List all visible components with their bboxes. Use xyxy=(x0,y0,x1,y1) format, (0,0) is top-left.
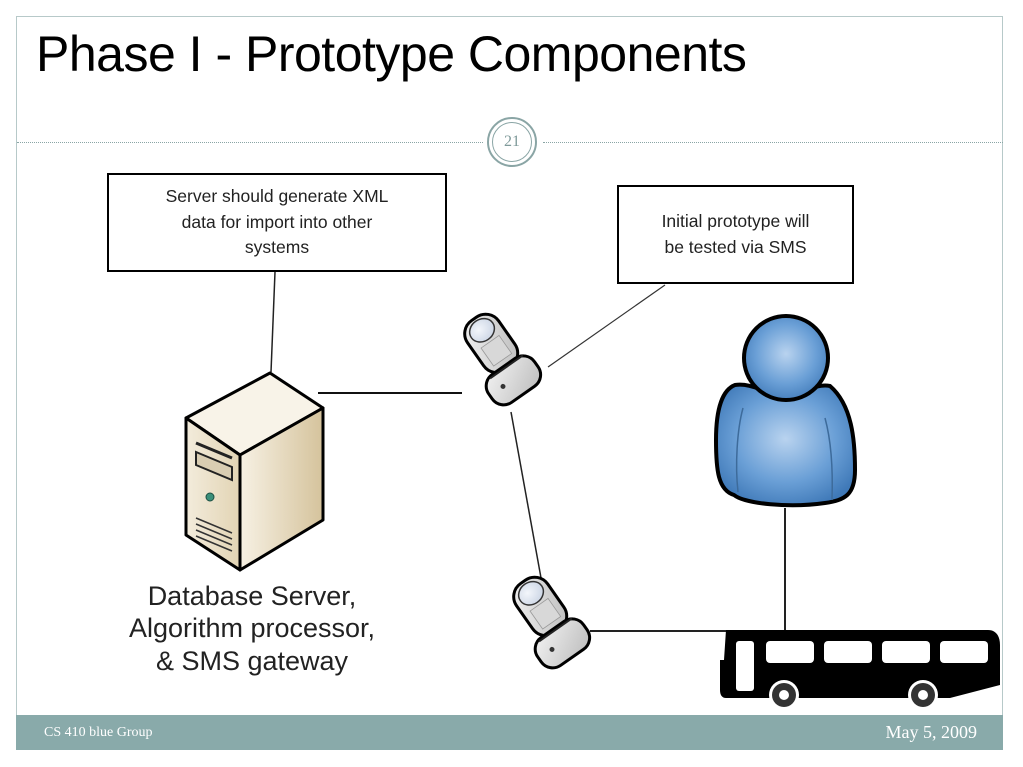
slide-footer: CS 410 blue Group May 5, 2009 xyxy=(16,715,1003,750)
bus-icon xyxy=(720,630,1000,710)
person-icon xyxy=(714,314,857,508)
callout-xml-line: data for import into other xyxy=(181,211,373,232)
server-tower-icon xyxy=(184,371,325,572)
footer-date: May 5, 2009 xyxy=(885,722,978,742)
callout-xml-export: Server should generate XML data for impo… xyxy=(107,173,447,272)
server-label-line: Database Server, xyxy=(147,581,357,611)
slide-number: 21 xyxy=(492,122,532,162)
flip-phone-icon-top xyxy=(463,312,543,407)
callout-xml-line: systems xyxy=(244,237,310,258)
footer-group-name: CS 410 blue Group xyxy=(44,725,153,740)
server-label: Database Server, Algorithm processor, & … xyxy=(92,580,412,677)
slide-title: Phase I - Prototype Components xyxy=(36,26,747,82)
connector-phone-top-phone-bottom xyxy=(510,411,546,601)
flip-phone-icon-bottom xyxy=(512,575,592,670)
title-divider-left xyxy=(17,142,483,143)
server-label-line: & SMS gateway xyxy=(155,645,349,676)
connector-sms-callout-phone-top xyxy=(547,284,666,368)
server-label-line: Algorithm processor, xyxy=(128,613,376,644)
title-divider-right xyxy=(543,142,1003,143)
callout-sms-line: be tested via SMS xyxy=(664,236,807,257)
slide-number-badge: 21 xyxy=(487,117,537,167)
callout-sms-line: Initial prototype will xyxy=(661,211,810,232)
callout-xml-line: Server should generate XML xyxy=(165,186,389,207)
connector-xml-callout-server xyxy=(270,271,276,373)
callout-sms-testing: Initial prototype will be tested via SMS xyxy=(617,185,854,284)
